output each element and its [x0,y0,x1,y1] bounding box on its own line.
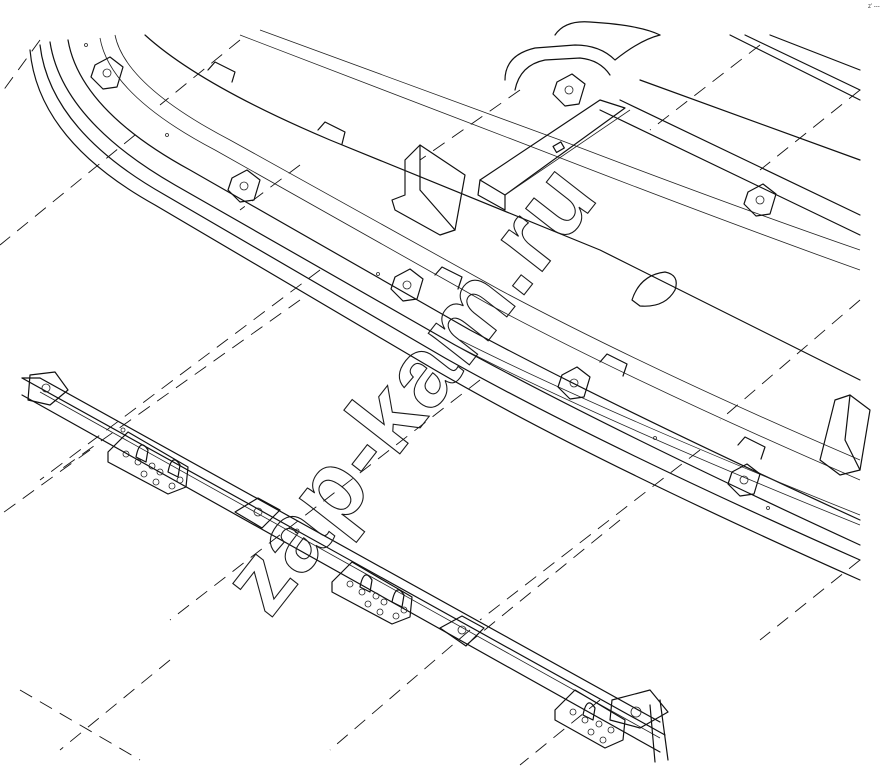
bumper-upper-panel [29,29,861,581]
clip-tab [227,169,261,203]
rail-clip-block [331,561,413,625]
corner-note: z’ --- [868,4,880,10]
rail-clip-block [554,689,626,749]
rail-end-tab-left [27,371,69,406]
dashed-leader-lines [0,39,861,766]
rail-middle-tab [234,497,485,647]
watermark-text: zap-kam.ru [200,142,618,633]
rail-end-tab-right [609,689,669,729]
clip-tab [557,366,591,400]
clip-tab [390,268,424,302]
bracket-fin-right [819,394,871,476]
bracket-fin-left [391,144,466,236]
rail-markers [84,43,770,534]
duct-outline [504,21,661,91]
center-plate [477,99,631,211]
oval-opening [631,271,677,307]
clip-tab [90,56,124,90]
clip-tab [743,183,777,217]
clip-tab [552,73,586,107]
rail-clip-block [107,431,189,495]
clip-tab [727,463,761,497]
rib-slots [207,61,766,460]
